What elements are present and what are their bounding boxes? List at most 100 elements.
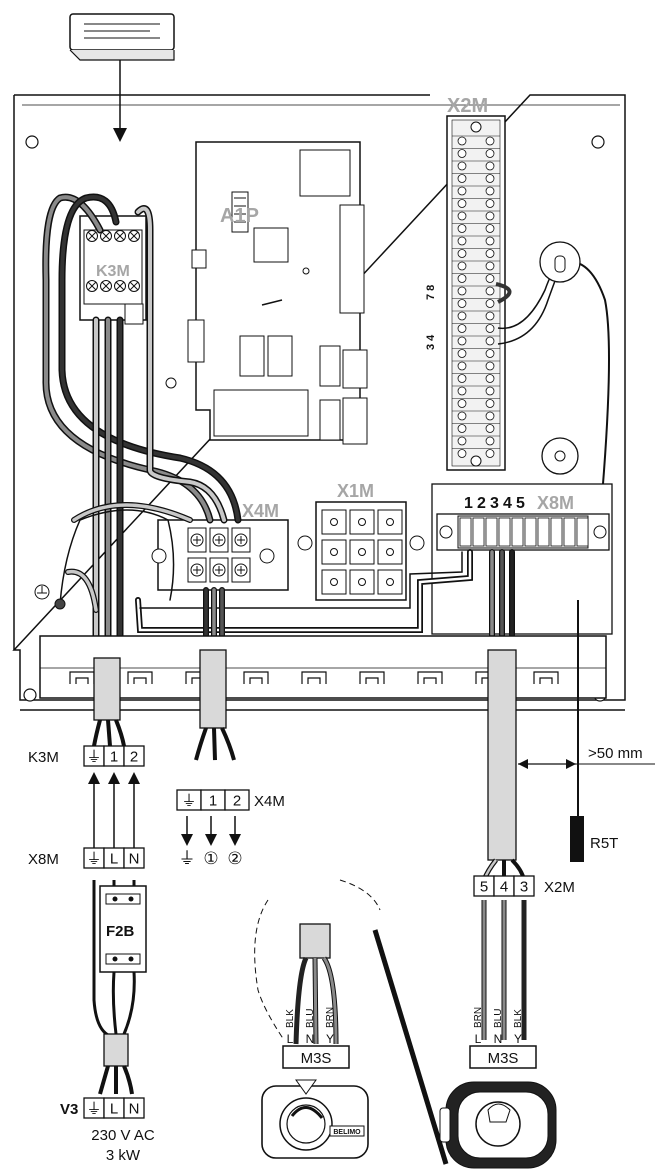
terminal-screw-icon bbox=[485, 361, 495, 371]
terminal-screw-icon bbox=[457, 211, 467, 221]
terminal-cell bbox=[459, 517, 472, 547]
terminal-screw-icon bbox=[485, 436, 495, 446]
cable-sleeves bbox=[93, 649, 517, 861]
terminal-screw-icon bbox=[457, 136, 467, 146]
terminal-label: N bbox=[129, 1101, 140, 1118]
terminal-screw-icon bbox=[485, 249, 495, 258]
terminal-screw-icon bbox=[485, 311, 495, 321]
terminal-screw-icon bbox=[485, 374, 495, 383]
label-x4m-terminal: X4M bbox=[254, 793, 285, 810]
terminal-label: 2 bbox=[130, 749, 138, 766]
terminal-screw-icon bbox=[457, 349, 467, 358]
x2m-numbers-34: 3 4 bbox=[425, 334, 437, 350]
m3s-left-box bbox=[282, 1045, 350, 1069]
terminal-screw-icon bbox=[485, 211, 495, 221]
terminal-screw-icon bbox=[485, 261, 495, 271]
terminal-label: ⏚ bbox=[86, 851, 101, 868]
terminal-screw-icon bbox=[457, 449, 467, 458]
terminal-label: ⏚ bbox=[181, 793, 196, 810]
x4m-arrows bbox=[181, 816, 241, 846]
terminal-screw-icon bbox=[457, 174, 467, 183]
terminal-screw-icon bbox=[457, 411, 467, 421]
terminal-screw-icon bbox=[485, 274, 495, 283]
separator-line bbox=[372, 929, 449, 1165]
terminal-screw-icon bbox=[457, 324, 467, 333]
terminal-screw-icon bbox=[485, 449, 495, 458]
pin-label: N bbox=[306, 1032, 315, 1046]
x8m-number: 3 bbox=[490, 495, 499, 512]
rail-clip-icon bbox=[127, 671, 153, 684]
wire-color-label: BRN bbox=[473, 1007, 484, 1028]
right-wire-color-labels: BRN BLU BLK bbox=[473, 1007, 524, 1028]
label-r5t: R5T bbox=[590, 835, 618, 852]
rail-clip-icon bbox=[533, 671, 559, 684]
actuator-right-icon bbox=[439, 1081, 557, 1169]
x4m-arrow-target-ground: ⏚ bbox=[179, 849, 196, 868]
clearance-label: >50 mm bbox=[588, 745, 643, 762]
x4m-arrow-target-2: ② bbox=[227, 849, 242, 868]
x4m-cells bbox=[187, 527, 251, 583]
left-wire-color-labels: BLK BLU BRN bbox=[285, 1007, 336, 1028]
external-wiring bbox=[92, 719, 526, 881]
terminal-screw-icon bbox=[485, 136, 495, 146]
rail-clip-icon bbox=[359, 671, 385, 684]
terminal-cell bbox=[576, 517, 589, 547]
label-k3m-terminal: K3M bbox=[28, 749, 59, 766]
label-m3s-right: M3S bbox=[488, 1050, 519, 1067]
terminal-label: N bbox=[129, 851, 140, 868]
pcb-a1p bbox=[165, 141, 368, 445]
label-a1p: A1P bbox=[220, 205, 259, 227]
x8m-number: 4 bbox=[503, 495, 512, 512]
pin-label: L bbox=[287, 1032, 294, 1046]
terminal-label: ⏚ bbox=[86, 1101, 101, 1118]
cable-clamp-rail bbox=[39, 635, 607, 699]
wire-color-label: BLK bbox=[513, 1009, 524, 1028]
wire-color-label: BLK bbox=[285, 1009, 296, 1028]
terminal-cell bbox=[472, 517, 485, 547]
actuator-brand: BELIMO bbox=[333, 1129, 361, 1136]
wire-color-label: BRN bbox=[325, 1007, 336, 1028]
power-voltage: 230 V AC bbox=[91, 1127, 155, 1144]
left-actuator-wiring bbox=[293, 956, 339, 1045]
terminal-cell bbox=[524, 517, 537, 547]
terminal-label: L bbox=[110, 851, 118, 868]
x8m-terminal-cells bbox=[459, 517, 589, 547]
terminal-label: 5 bbox=[480, 879, 488, 896]
clearance-dimension bbox=[518, 600, 655, 818]
x2m-terminal-cells bbox=[452, 135, 500, 458]
wire-color-label: BLU bbox=[493, 1009, 504, 1028]
terminal-screw-icon bbox=[485, 424, 495, 433]
pin-label: L bbox=[475, 1032, 482, 1046]
terminal-screw-icon bbox=[457, 186, 467, 196]
terminal-label: 1 bbox=[209, 793, 217, 810]
dashed-enclosure bbox=[254, 899, 285, 1041]
terminal-cell bbox=[123, 847, 145, 869]
label-v3: V3 bbox=[60, 1101, 78, 1118]
label-m3s-left: M3S bbox=[301, 1050, 332, 1067]
terminal-screw-icon bbox=[485, 299, 495, 308]
terminal-screw-icon bbox=[457, 374, 467, 383]
terminal-screw-icon bbox=[485, 174, 495, 183]
x8m-number: 2 bbox=[477, 495, 486, 512]
wire-color-label: BLU bbox=[305, 1009, 316, 1028]
power-rating: 3 kW bbox=[106, 1147, 141, 1164]
terminal-screw-icon bbox=[457, 399, 467, 408]
terminal-cell bbox=[485, 517, 498, 547]
terminal-screw-icon bbox=[485, 224, 495, 233]
terminal-strip-x2m bbox=[446, 115, 506, 471]
power-wiring bbox=[92, 880, 136, 1095]
terminal-cell bbox=[377, 509, 403, 535]
label-f2b: F2B bbox=[106, 923, 135, 940]
k3m-screws bbox=[86, 230, 140, 292]
terminal-label: 4 bbox=[500, 879, 508, 896]
x2m-numbers-78: 7 8 bbox=[425, 285, 437, 300]
rail-clip-icon bbox=[301, 671, 327, 684]
terminal-screw-icon bbox=[457, 436, 467, 446]
terminal-screw-icon bbox=[457, 199, 467, 208]
